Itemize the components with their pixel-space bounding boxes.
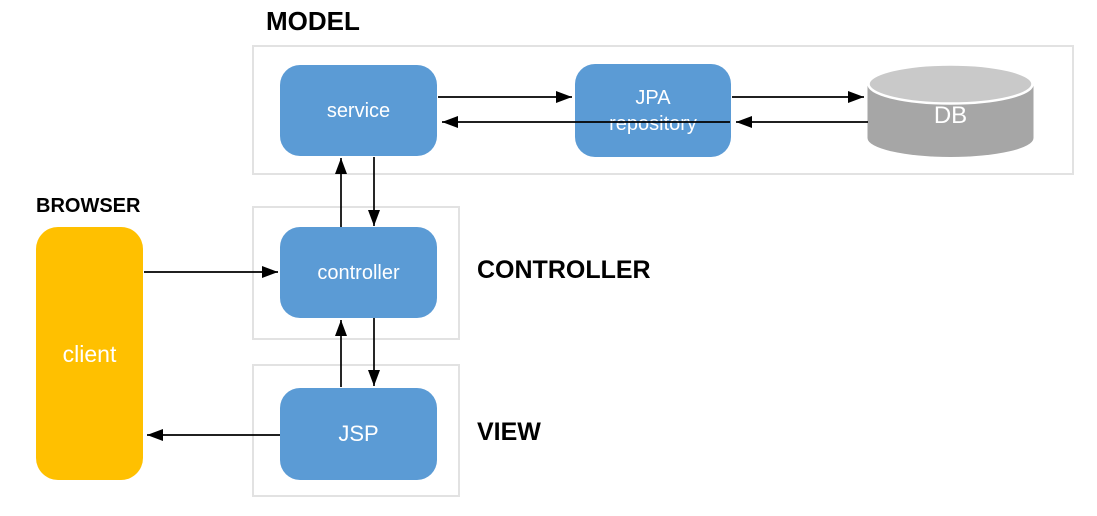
client-node-label: client: [62, 340, 117, 367]
service-node-label: service: [326, 99, 391, 122]
db-node-label: DB: [933, 102, 968, 129]
controller-section-label: CONTROLLER: [477, 256, 651, 284]
db-node: DB: [867, 62, 1034, 158]
client-node: client: [36, 227, 143, 480]
jpa-repository-node: JPA repository: [575, 64, 731, 157]
database-cylinder-icon: [867, 63, 1034, 157]
service-node: service: [280, 65, 437, 156]
view-section-label: VIEW: [477, 418, 541, 446]
jsp-node-label: JSP: [338, 421, 379, 446]
controller-node: controller: [280, 227, 437, 318]
controller-node-label: controller: [317, 261, 400, 284]
jpa-repository-node-label: JPA repository: [609, 86, 697, 135]
jsp-node: JSP: [280, 388, 437, 480]
browser-section-label: BROWSER: [36, 195, 141, 217]
model-section-label: MODEL: [266, 6, 360, 36]
